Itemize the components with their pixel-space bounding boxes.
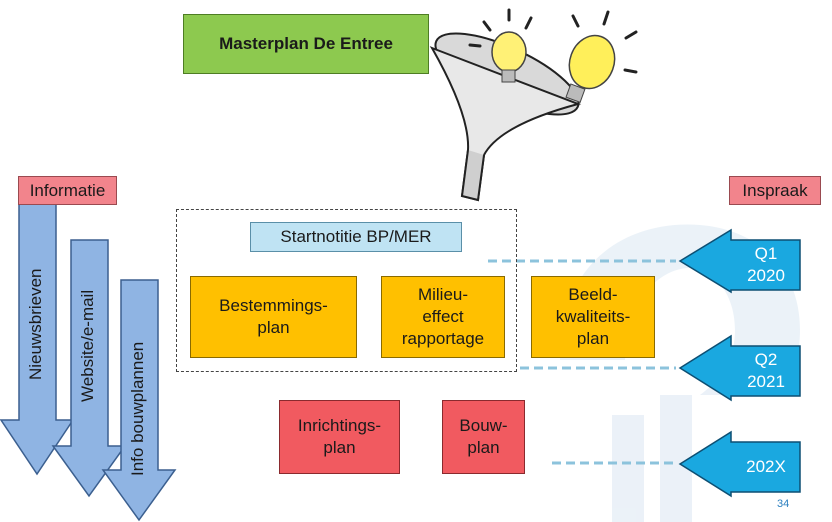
startnotitie-label: Startnotitie BP/MER <box>250 222 462 252</box>
milestone-label-202x: 202X <box>746 457 786 476</box>
milestone-arrow-202x <box>678 430 801 498</box>
beeldkwaliteitsplan-box: Beeld- kwaliteits- plan <box>531 276 655 358</box>
milestone-label-q2: Q2 2021 <box>747 350 785 391</box>
info-arrow-info-bouwplannen <box>101 279 177 522</box>
milestone-arrows <box>678 228 801 498</box>
startnotitie-group <box>176 209 517 372</box>
inrichtingsplan-box: Inrichtings- plan <box>279 400 400 474</box>
timeline-connectors <box>488 259 676 465</box>
bestemmingsplan-box: Bestemmings- plan <box>190 276 357 358</box>
milestone-arrow-q1 <box>678 228 801 294</box>
page-number: 34 <box>777 498 790 510</box>
milieu-effect-box: Milieu- effect rapportage <box>381 276 505 358</box>
milestone-label-q1: Q1 2020 <box>747 244 785 285</box>
inspraak-label: Inspraak <box>729 176 821 205</box>
informatie-label: Informatie <box>18 176 117 205</box>
info-arrow-label-nieuwsbrieven: Nieuwsbrieven <box>26 268 45 381</box>
bouwplan-box: Bouw- plan <box>442 400 525 474</box>
lightbulb-icon <box>468 8 533 83</box>
milestone-arrow-q2 <box>678 334 801 402</box>
info-arrow-label-info-bouwplannen: Info bouwplannen <box>128 341 147 476</box>
lightbulb-icon <box>565 10 638 103</box>
info-arrow-label-website: Website/e-mail <box>78 289 97 402</box>
page-title: Masterplan De Entree <box>183 14 429 74</box>
info-arrows <box>0 195 177 522</box>
